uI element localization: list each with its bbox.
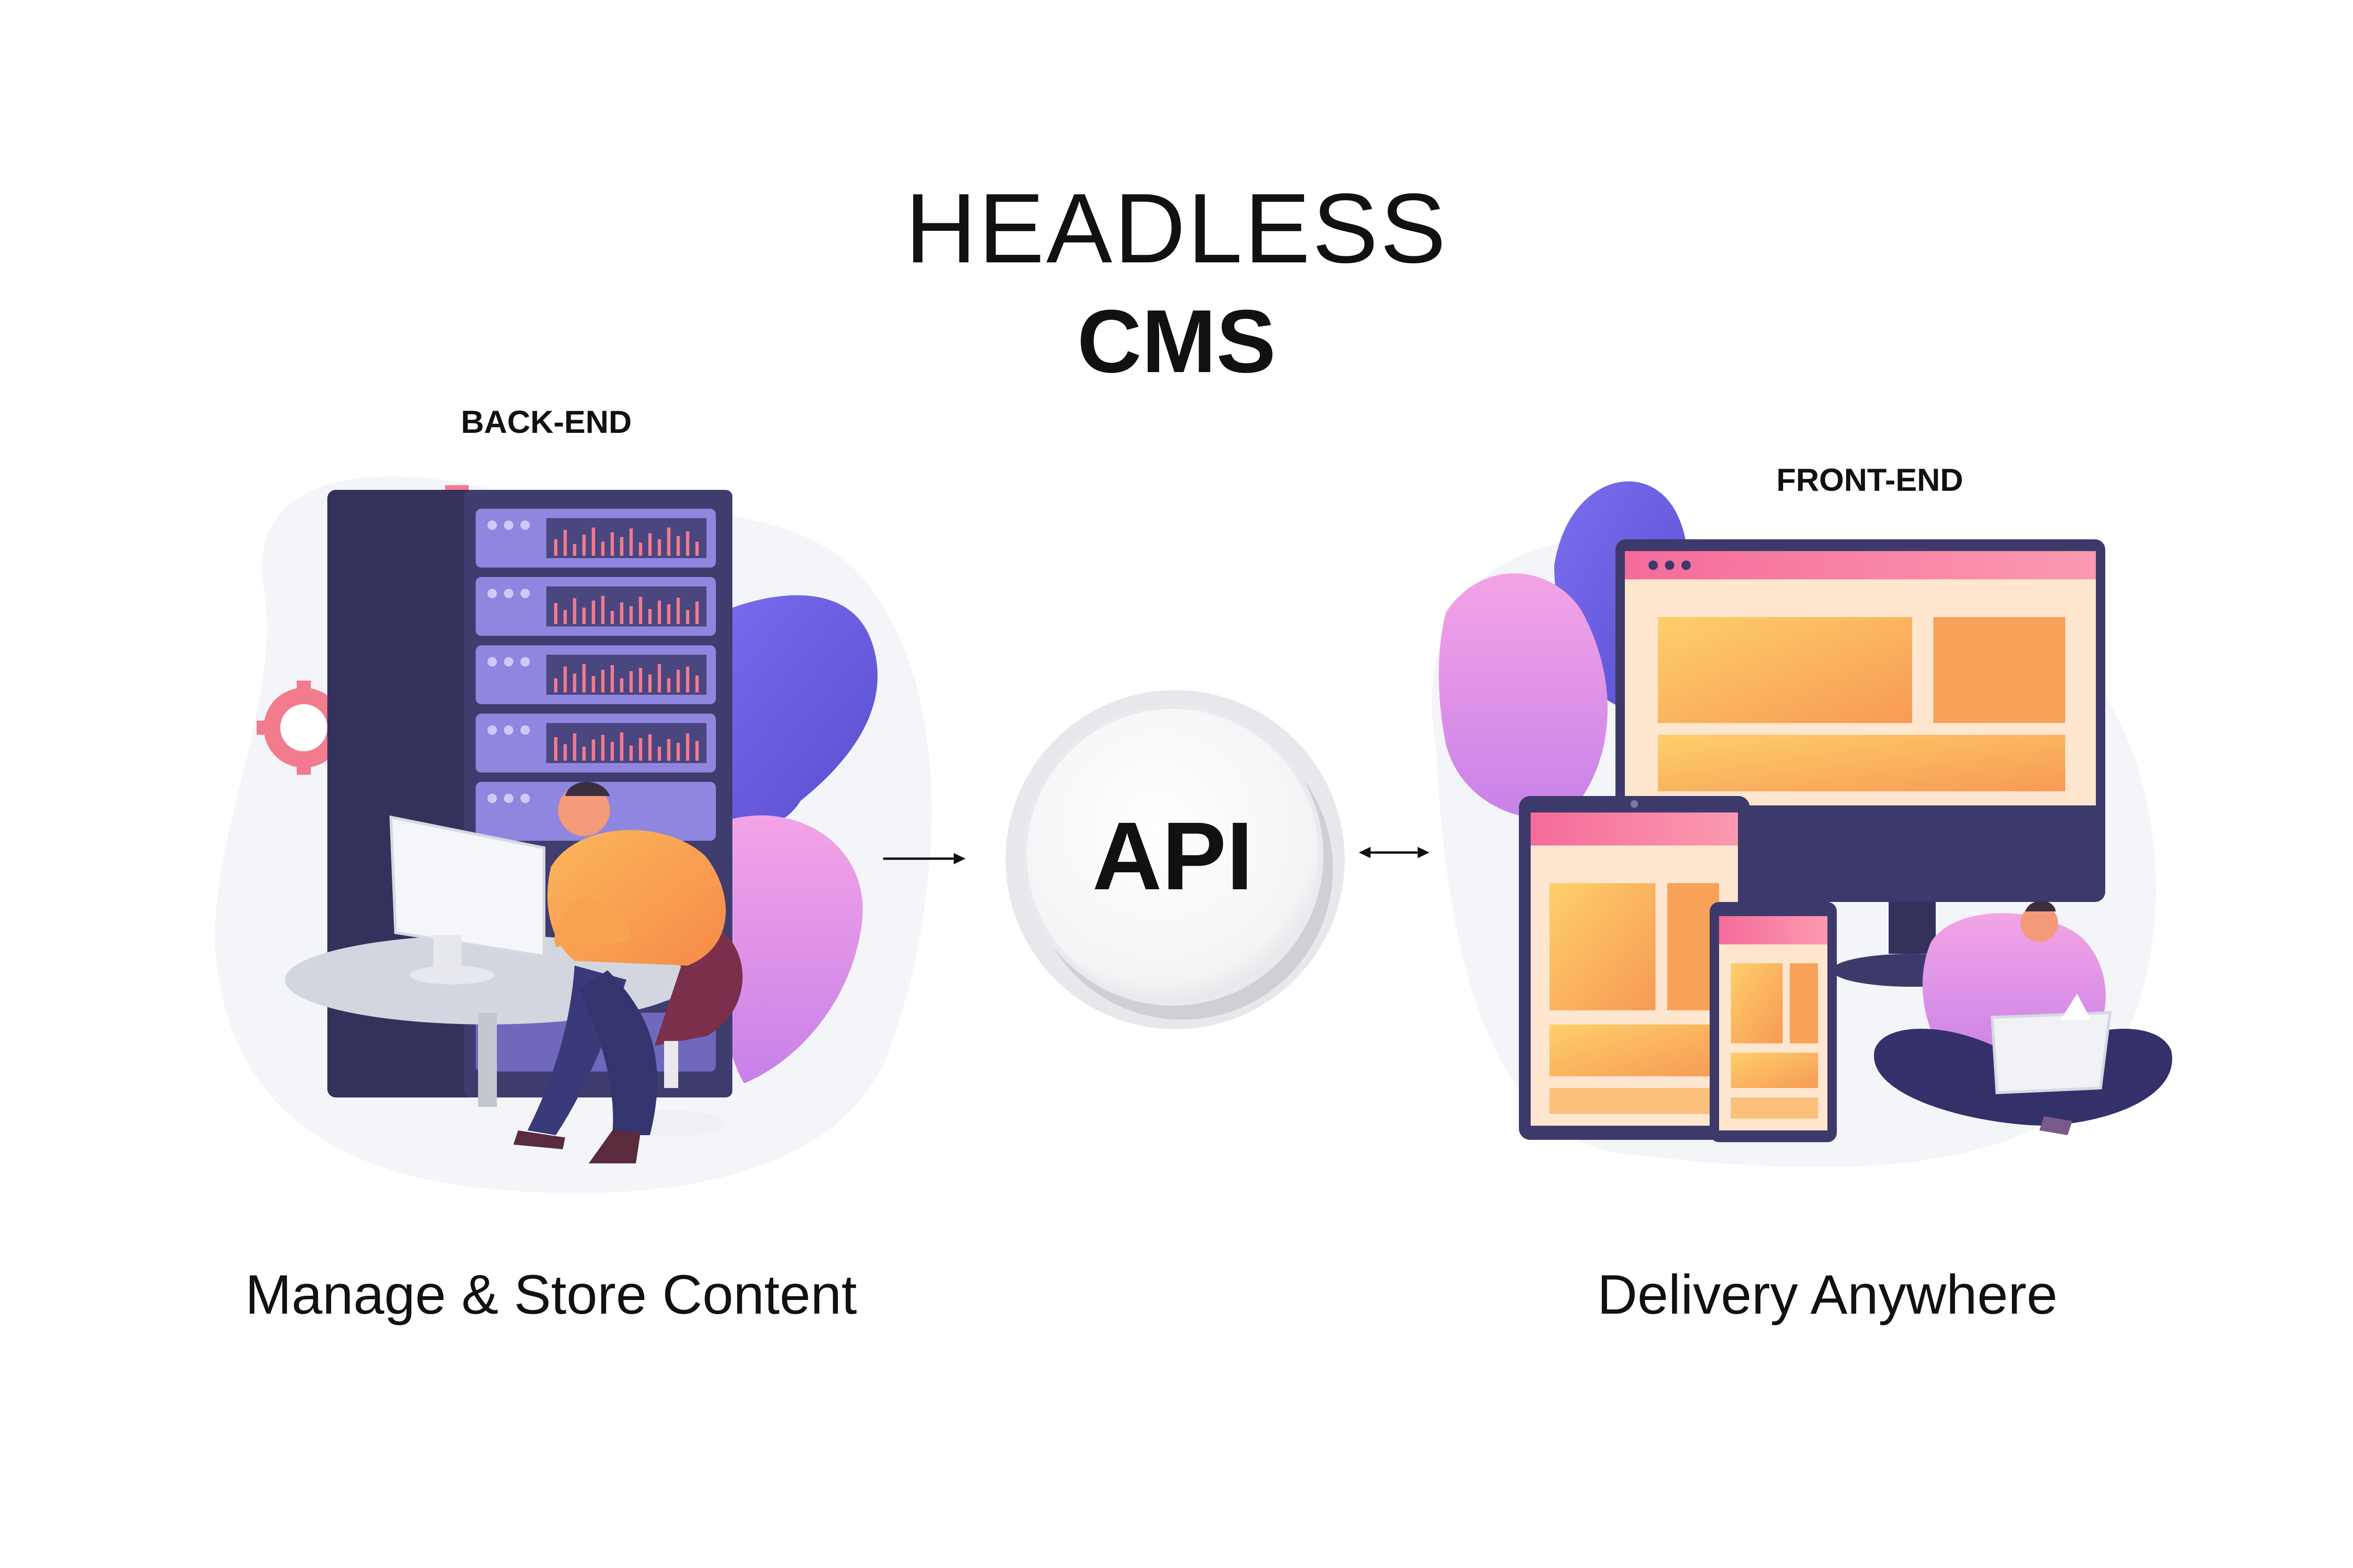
desktop-monitor-icon	[389, 815, 545, 984]
phone-device-icon	[1710, 902, 1837, 1142]
pink-leaf-shape	[716, 815, 863, 1083]
title-cms: CMS	[1077, 292, 1276, 391]
server-unit	[476, 577, 716, 636]
tablet-device-icon	[1519, 796, 1750, 1140]
title-headless: HEADLESS	[905, 173, 1448, 284]
backend-caption: Manage & Store Content	[245, 1264, 857, 1326]
server-unit	[476, 645, 716, 704]
backend-illustration	[215, 476, 932, 1194]
backend-label: BACK-END	[461, 404, 632, 440]
server-unit	[476, 714, 716, 772]
person-at-desk	[513, 782, 726, 1163]
api-label: API	[1092, 802, 1253, 910]
arrow-api-frontend-bidirectional	[1359, 847, 1429, 858]
frontend-illustration	[1432, 481, 2173, 1168]
frontend-caption: Delivery Anywhere	[1597, 1264, 2058, 1326]
arrow-backend-to-api	[883, 853, 966, 864]
server-unit	[476, 509, 716, 568]
pink-leaf-shape	[1439, 573, 1608, 819]
person-with-laptop	[1874, 901, 2173, 1135]
frontend-label: FRONT-END	[1776, 462, 1964, 498]
api-node	[1006, 690, 1345, 1029]
